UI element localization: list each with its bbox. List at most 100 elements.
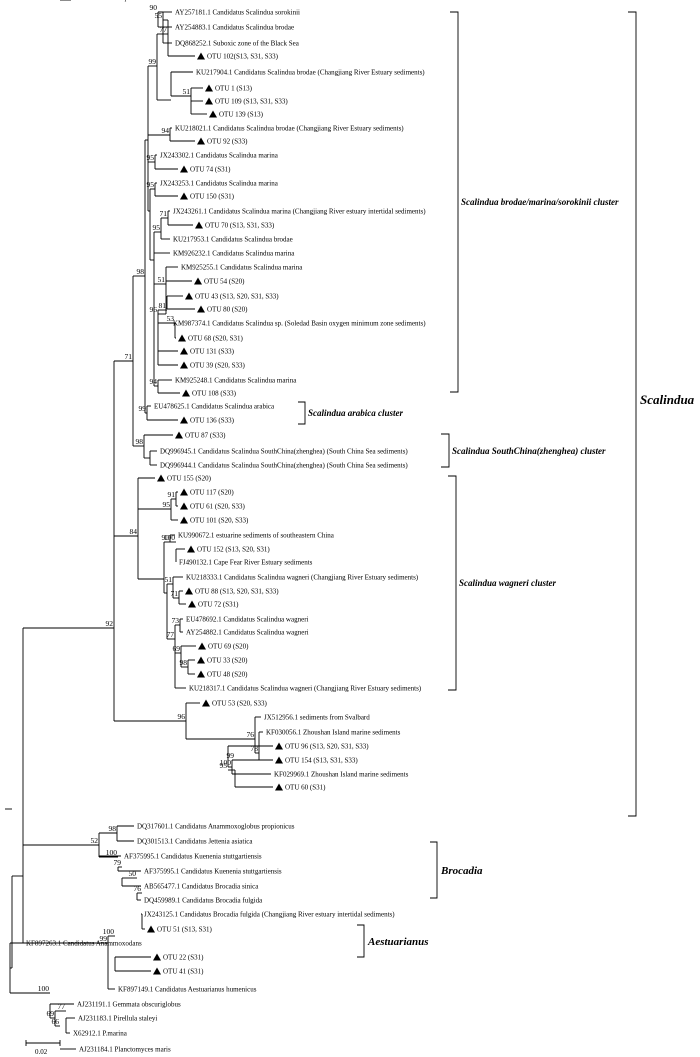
leaf-label: KU217904.1 Candidatus Scalindua brodae (… bbox=[196, 69, 425, 77]
otu-marker-icon bbox=[275, 783, 283, 791]
leaf-label: KF029969.1 Zhoushan Island marine sedime… bbox=[274, 771, 409, 779]
leaf-label: OTU 33 (S20) bbox=[207, 657, 248, 665]
otu-marker-icon bbox=[197, 670, 205, 678]
leaf-label: OTU 80 (S20) bbox=[207, 306, 248, 314]
otu-marker-icon bbox=[195, 221, 203, 229]
leaf-label: OTU 150 (S31) bbox=[190, 193, 235, 201]
otu-marker-icon bbox=[185, 292, 193, 300]
otu-marker-icon bbox=[202, 699, 210, 707]
bootstrap-value: 55 bbox=[155, 11, 163, 20]
leaf-label: X62912.1 P.marina bbox=[73, 1030, 128, 1038]
leaf-label: AY254883.1 Candidatus Scalindua brodae bbox=[175, 24, 294, 32]
bootstrap-value: 90 bbox=[150, 3, 158, 12]
leaf-label: AB565477.1 Candidatus Brocadia sinica bbox=[144, 883, 259, 891]
bootstrap-value: 99 bbox=[227, 751, 235, 760]
leaf-label: OTU 22 (S31) bbox=[163, 954, 204, 962]
leaf-label: OTU 109 (S13, S31, S33) bbox=[215, 98, 288, 106]
otu-marker-icon bbox=[178, 334, 186, 342]
otu-marker-icon bbox=[197, 52, 205, 60]
bootstrap-value: 69 bbox=[47, 1009, 55, 1018]
leaf-label: AJ231191.1 Gemmata obscuriglobus bbox=[77, 1001, 181, 1009]
leaf-label: AJ231184.1 Planctomyces maris bbox=[79, 1046, 171, 1054]
bootstrap-value: 79 bbox=[114, 858, 122, 867]
leaf-label: OTU 87 (S33) bbox=[185, 432, 226, 440]
bracket-wagneri-cluster bbox=[448, 475, 457, 691]
bootstrap-value: 50 bbox=[129, 869, 137, 878]
bootstrap-value: 71 bbox=[171, 589, 179, 598]
bootstrap-value: 51 bbox=[165, 575, 173, 584]
leaf-label: KM925255.1 Candidatus Scalindua marina bbox=[181, 264, 303, 272]
bootstrap-value: 98 bbox=[136, 437, 144, 446]
leaf-label: OTU 70 (S13, S31, S33) bbox=[205, 222, 275, 230]
leaf-label: OTU 39 (S20, S33) bbox=[190, 362, 246, 370]
leaf-label: OTU 92 (S33) bbox=[207, 138, 248, 146]
leaf-label: JX512956.1 sediments from Svalbard bbox=[264, 714, 370, 722]
leaf-label: KU990672.1 estuarine sediments of southe… bbox=[178, 532, 335, 540]
leaf-label: OTU 60 (S31) bbox=[285, 784, 326, 792]
bootstrap-value: 51 bbox=[158, 275, 166, 284]
leaf-label: OTU 139 (S13) bbox=[219, 111, 264, 119]
scale-bar-label: 0.02 bbox=[35, 1048, 48, 1056]
bootstrap-value: 92 bbox=[106, 619, 114, 628]
otu-marker-icon bbox=[153, 953, 161, 961]
cluster-label-arabica: Scalindua arabica cluster bbox=[308, 408, 404, 418]
bootstrap-value: 100 bbox=[220, 758, 232, 767]
leaf-label: OTU 96 (S13, S20, S31, S33) bbox=[285, 743, 369, 751]
bootstrap-value: 52 bbox=[91, 836, 99, 845]
genus-label-scalindua: Scalindua bbox=[640, 392, 695, 407]
bootstrap-value: 95 bbox=[153, 223, 161, 232]
otu-marker-icon bbox=[147, 925, 155, 933]
bootstrap-value: 96 bbox=[150, 305, 158, 314]
cluster-label-southchina: Scalindua SouthChina(zhenghea) cluster bbox=[452, 446, 606, 456]
leaf-label: X62911.1 P.limnophilus bbox=[74, 0, 142, 2]
bootstrap-value: 77 bbox=[160, 25, 168, 34]
bracket-aestuarianus bbox=[357, 924, 365, 958]
leaf-label: JX243253.1 Candidatus Scalindua marina bbox=[160, 180, 279, 188]
leaf-label: KF030056.1 Zhoushan Island marine sedime… bbox=[266, 729, 401, 737]
bootstrap-value: 94 bbox=[162, 126, 170, 135]
leaf-label: DQ868252.1 Suboxic zone of the Black Sea bbox=[175, 40, 300, 48]
bootstrap-value: 99 bbox=[149, 57, 157, 66]
leaf-label: KM925248.1 Candidatus Scalindua marina bbox=[175, 377, 297, 385]
leaf-label: AY257181.1 Candidatus Scalindua sorokini… bbox=[175, 9, 300, 17]
otu-marker-icon bbox=[188, 600, 196, 608]
leaf-label: AJ231183.1 Pirellula staleyi bbox=[78, 1015, 157, 1023]
otu-marker-icon bbox=[180, 347, 188, 355]
bootstrap-value: 71 bbox=[160, 209, 168, 218]
leaf-label: DQ301513.1 Candidatus Jettenia asiatica bbox=[137, 838, 253, 846]
leaf-label: KF897263.1 Candidatus Anammoxodans bbox=[26, 940, 142, 948]
bootstrap-value: 73 bbox=[172, 616, 180, 625]
otu-marker-icon bbox=[180, 361, 188, 369]
leaf-label: DQ996944.1 Candidatus Scalindua SouthChi… bbox=[160, 462, 408, 470]
bootstrap-value: 98 bbox=[137, 267, 145, 276]
bootstrap-value: 81 bbox=[159, 301, 167, 310]
bracket-brocadia bbox=[430, 841, 438, 899]
leaf-label: DQ459989.1 Candidatus Brocadia fulgida bbox=[144, 897, 263, 905]
otu-marker-icon bbox=[182, 389, 190, 397]
bracket-scalindua-genus bbox=[628, 11, 637, 817]
bootstrap-value: 95 bbox=[147, 153, 155, 162]
otu-marker-icon bbox=[275, 742, 283, 750]
bootstrap-value: 95 bbox=[163, 500, 171, 509]
cluster-label-brocadia: Brocadia bbox=[440, 865, 483, 877]
leaf-label: OTU 53 (S20, S33) bbox=[212, 700, 268, 708]
leaf-label: KM987374.1 Candidatus Scalindua sp. (Sol… bbox=[173, 320, 426, 328]
otu-marker-icon bbox=[187, 545, 195, 553]
bootstrap-value: 99 bbox=[139, 404, 147, 413]
leaf-label: OTU 48 (S20) bbox=[207, 671, 248, 679]
leaf-label: OTU 152 (S13, S20, S31) bbox=[197, 546, 270, 554]
otu-marker-icon bbox=[180, 516, 188, 524]
bootstrap-value: 96 bbox=[178, 712, 186, 721]
leaf-label: OTU 155 (S20) bbox=[167, 475, 212, 483]
otu-marker-icon bbox=[180, 192, 188, 200]
bootstrap-value: 100 bbox=[164, 533, 176, 542]
bootstrap-value: 91 bbox=[168, 490, 176, 499]
bootstrap-value: 94 bbox=[150, 377, 158, 386]
cluster-label-aestuarianus: Aestuarianus bbox=[367, 936, 429, 948]
cluster-label-brodae: Scalindua brodae/marina/sorokinii cluste… bbox=[461, 197, 619, 207]
leaf-label: OTU 102(S13, S31, S33) bbox=[207, 53, 279, 61]
bootstrap-value: 95 bbox=[220, 761, 228, 770]
otu-marker-icon bbox=[175, 431, 183, 439]
leaf-label: OTU 61 (S20, S33) bbox=[190, 503, 246, 511]
